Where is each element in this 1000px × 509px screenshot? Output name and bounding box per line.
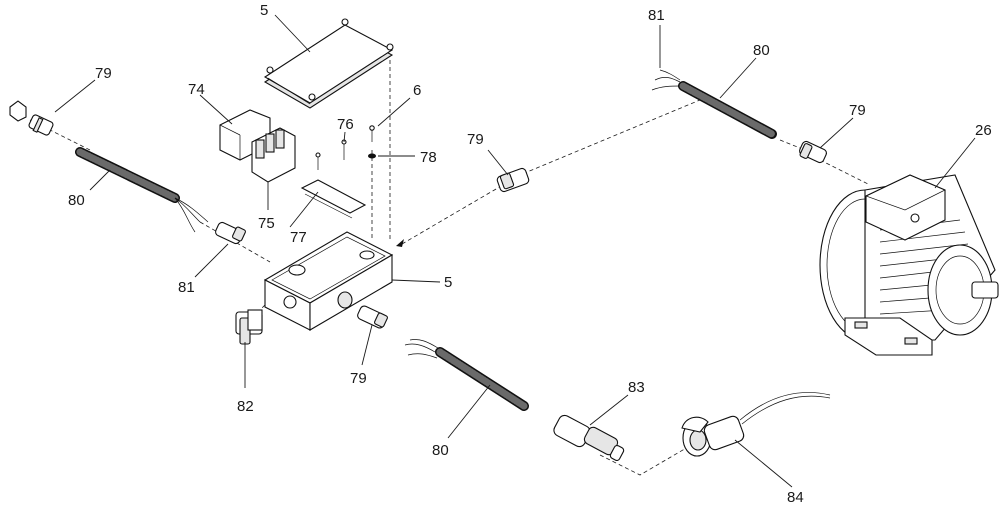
callout-80-top: 80 bbox=[753, 42, 770, 59]
callout-6: 6 bbox=[413, 82, 421, 99]
callout-5-box: 5 bbox=[444, 274, 452, 291]
conduit-route-line bbox=[401, 99, 701, 245]
callout-labels: 5 79 74 6 76 78 80 75 77 81 5 82 79 81 8… bbox=[68, 2, 992, 506]
callout-79-motor: 79 bbox=[849, 102, 866, 119]
left-conduit bbox=[75, 147, 209, 233]
left-gland-fitting bbox=[9, 100, 54, 136]
callout-83: 83 bbox=[628, 379, 645, 396]
junction-box bbox=[263, 231, 394, 331]
bottom-conduit bbox=[404, 339, 529, 411]
leader-lines bbox=[54, 14, 976, 488]
din-rail bbox=[300, 179, 367, 219]
electric-motor bbox=[819, 174, 999, 356]
junction-box-lid bbox=[263, 18, 394, 109]
callout-26: 26 bbox=[975, 122, 992, 139]
callout-79-mid: 79 bbox=[350, 370, 367, 387]
callout-74: 74 bbox=[188, 81, 205, 98]
terminal-block bbox=[251, 127, 296, 183]
callout-81-top: 81 bbox=[648, 7, 665, 24]
callout-75: 75 bbox=[258, 215, 275, 232]
callout-77: 77 bbox=[290, 229, 307, 246]
fitting-81-left bbox=[215, 221, 246, 245]
motor-fitting-line bbox=[819, 159, 871, 186]
arrow-head bbox=[396, 239, 404, 247]
socket bbox=[681, 392, 831, 457]
top-right-conduit bbox=[651, 69, 777, 139]
callout-84: 84 bbox=[787, 489, 804, 506]
rotary-switch bbox=[235, 309, 263, 345]
callout-5-lid: 5 bbox=[260, 2, 268, 19]
callout-79-left: 79 bbox=[95, 65, 112, 82]
callout-80-bottom: 80 bbox=[432, 442, 449, 459]
fitting-79-right bbox=[799, 140, 827, 164]
callout-80-left: 80 bbox=[68, 192, 85, 209]
callout-81-left: 81 bbox=[178, 279, 195, 296]
callout-78: 78 bbox=[420, 149, 437, 166]
plug-socket-line bbox=[599, 439, 701, 476]
fitting-79-mid bbox=[357, 305, 388, 329]
callout-82: 82 bbox=[237, 398, 254, 415]
plug bbox=[553, 414, 625, 462]
callout-76: 76 bbox=[337, 116, 354, 133]
callout-79-center: 79 bbox=[467, 131, 484, 148]
fitting-79-center bbox=[496, 167, 530, 193]
